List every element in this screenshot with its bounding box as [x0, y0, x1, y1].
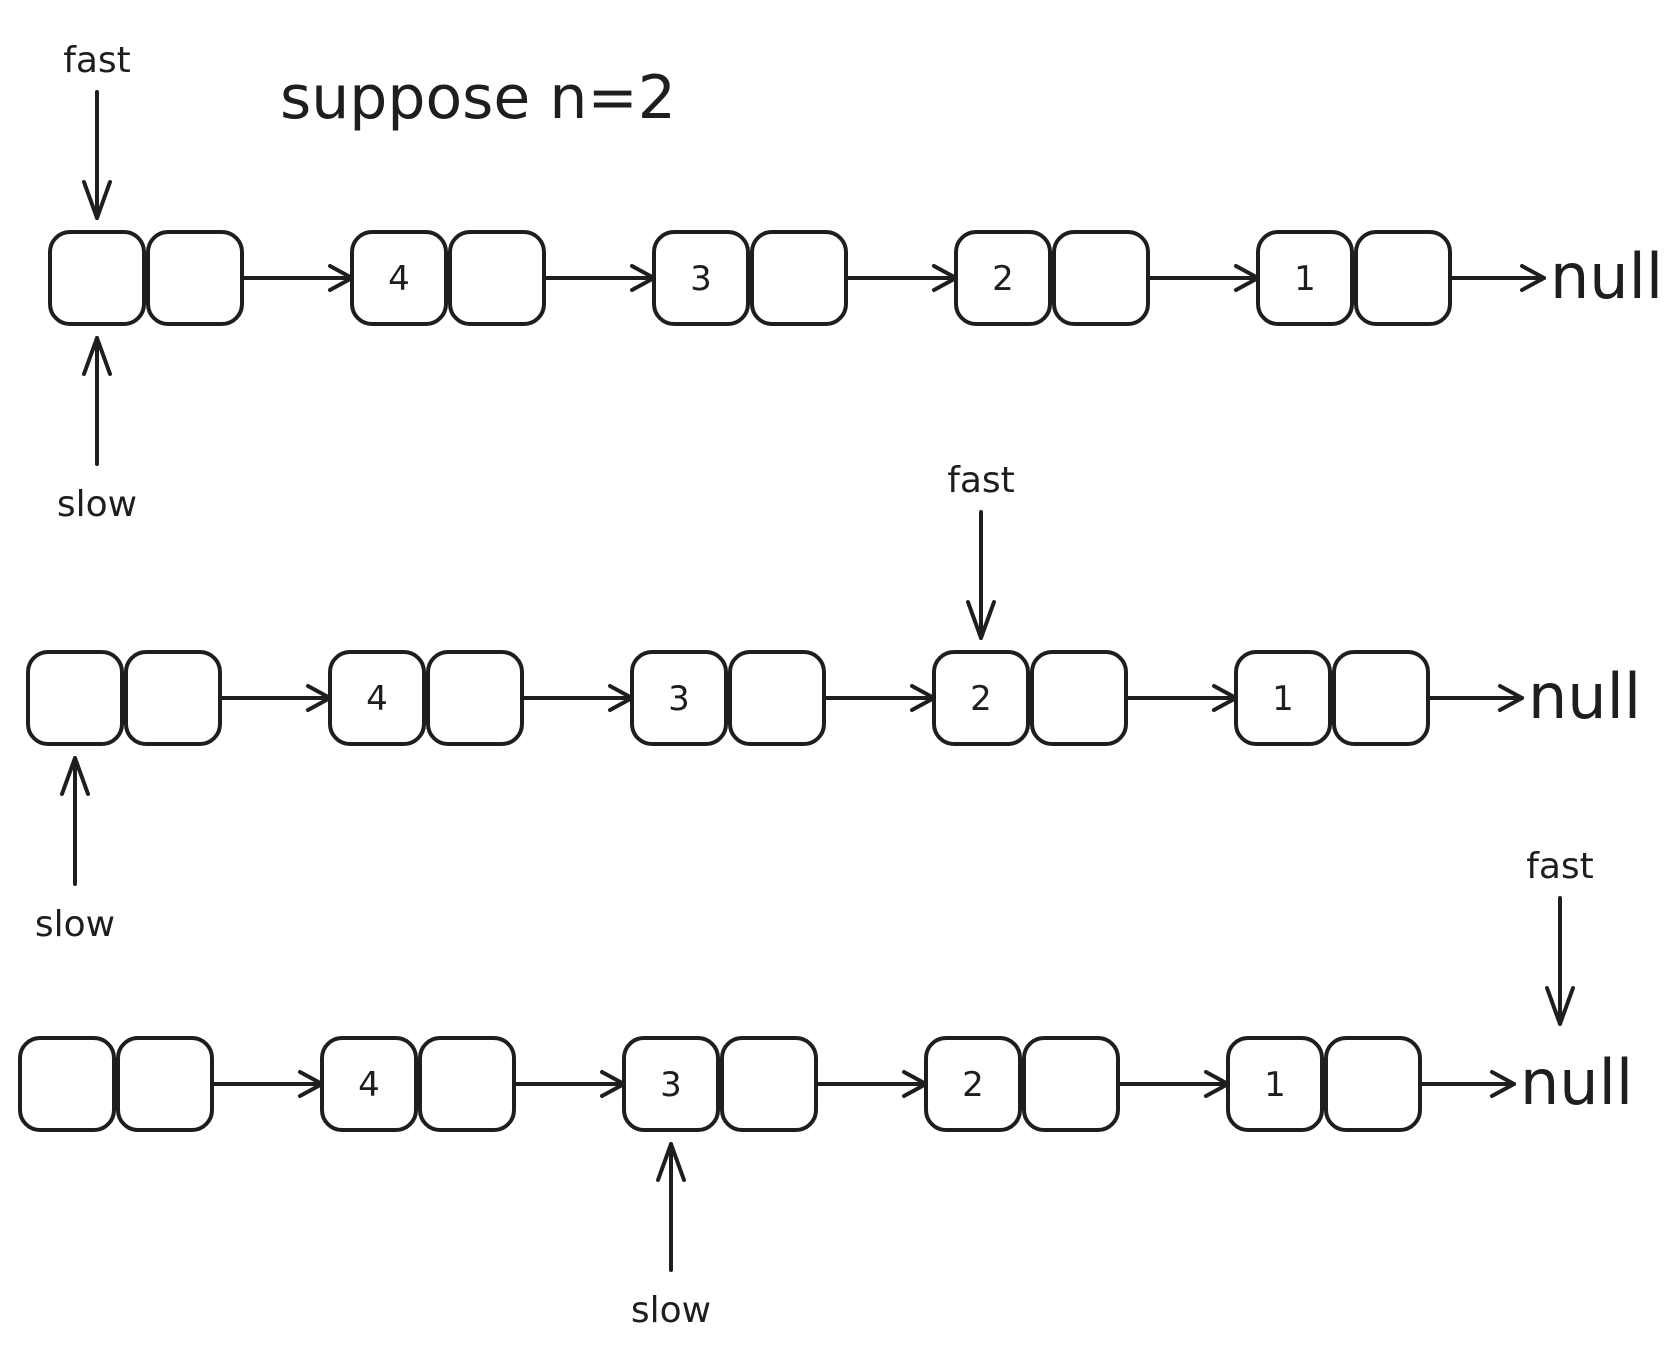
- slow-pointer-arrow: [656, 1142, 686, 1272]
- list-node: 3: [630, 650, 826, 746]
- node-value-label: 2: [962, 1065, 984, 1105]
- node-next-box: [1354, 230, 1452, 326]
- list-node: 4: [328, 650, 524, 746]
- node-value-label: 3: [668, 679, 690, 719]
- list-node: 3: [622, 1036, 818, 1132]
- fast-pointer-arrow: [1545, 896, 1575, 1026]
- list-node: [48, 230, 244, 326]
- next-arrow: [1418, 1070, 1516, 1098]
- node-value-box: [328, 650, 426, 746]
- node-next-box: [448, 230, 546, 326]
- node-value-box: [622, 1036, 720, 1132]
- next-arrow: [218, 684, 332, 712]
- list-node: 2: [954, 230, 1150, 326]
- slow-pointer-label: slow: [35, 904, 115, 945]
- node-value-label: 1: [1264, 1065, 1286, 1105]
- list-node: 4: [350, 230, 546, 326]
- list-node: 3: [652, 230, 848, 326]
- next-arrow: [1448, 264, 1546, 292]
- node-value-box: [630, 650, 728, 746]
- node-next-box: [1332, 650, 1430, 746]
- fast-pointer-label: fast: [63, 40, 131, 81]
- node-value-label: 2: [992, 259, 1014, 299]
- fast-pointer-label: fast: [1526, 846, 1594, 887]
- node-value-box: [652, 230, 750, 326]
- node-next-box: [1324, 1036, 1422, 1132]
- next-arrow: [240, 264, 354, 292]
- node-value-box: [1256, 230, 1354, 326]
- list-node: 2: [932, 650, 1128, 746]
- node-value-box: [1226, 1036, 1324, 1132]
- null-label: null: [1550, 240, 1663, 313]
- next-arrow: [512, 1070, 626, 1098]
- list-row-1: 4 3 2 1 null fast slow: [48, 40, 1663, 525]
- node-next-box: [1022, 1036, 1120, 1132]
- slow-pointer-label: slow: [57, 484, 137, 525]
- node-next-box: [124, 650, 222, 746]
- diagram-title: suppose n=2: [280, 63, 676, 133]
- node-value-box: [48, 230, 146, 326]
- next-arrow: [814, 1070, 928, 1098]
- node-value-label: 4: [358, 1065, 380, 1105]
- node-value-box: [18, 1036, 116, 1132]
- slow-pointer-label: slow: [631, 1290, 711, 1331]
- list-row-3: 4 3 2 1 null fast slow: [18, 846, 1633, 1331]
- list-node: [18, 1036, 214, 1132]
- node-value-label: 3: [660, 1065, 682, 1105]
- node-next-box: [1052, 230, 1150, 326]
- node-value-box: [350, 230, 448, 326]
- node-value-box: [26, 650, 124, 746]
- node-next-box: [418, 1036, 516, 1132]
- node-value-label: 1: [1294, 259, 1316, 299]
- next-arrow: [520, 684, 634, 712]
- next-arrow: [1426, 684, 1524, 712]
- next-arrow: [844, 264, 958, 292]
- list-node: 2: [924, 1036, 1120, 1132]
- node-next-box: [728, 650, 826, 746]
- next-arrow: [1116, 1070, 1230, 1098]
- next-arrow: [1146, 264, 1260, 292]
- null-label: null: [1520, 1046, 1633, 1119]
- node-next-box: [750, 230, 848, 326]
- node-next-box: [146, 230, 244, 326]
- fast-pointer-arrow: [966, 510, 996, 640]
- next-arrow: [822, 684, 936, 712]
- node-value-box: [1234, 650, 1332, 746]
- node-value-label: 2: [970, 679, 992, 719]
- next-arrow: [1124, 684, 1238, 712]
- next-arrow: [210, 1070, 324, 1098]
- node-next-box: [1030, 650, 1128, 746]
- node-value-label: 1: [1272, 679, 1294, 719]
- list-node: 1: [1256, 230, 1452, 326]
- node-value-box: [924, 1036, 1022, 1132]
- node-next-box: [426, 650, 524, 746]
- slow-pointer-arrow: [60, 756, 90, 886]
- node-value-box: [320, 1036, 418, 1132]
- rows-layer: 4 3 2 1 null fast slow 4 3 2 1 null fast slow 4 3 2 1 null…: [18, 40, 1663, 1331]
- fast-pointer-arrow: [82, 90, 112, 220]
- node-next-box: [116, 1036, 214, 1132]
- node-next-box: [720, 1036, 818, 1132]
- node-value-box: [954, 230, 1052, 326]
- list-node: [26, 650, 222, 746]
- fast-pointer-label: fast: [947, 460, 1015, 501]
- list-node: 4: [320, 1036, 516, 1132]
- slow-pointer-arrow: [82, 336, 112, 466]
- node-value-label: 4: [366, 679, 388, 719]
- list-node: 1: [1226, 1036, 1422, 1132]
- node-value-label: 3: [690, 259, 712, 299]
- list-node: 1: [1234, 650, 1430, 746]
- node-value-box: [932, 650, 1030, 746]
- node-value-label: 4: [388, 259, 410, 299]
- null-label: null: [1528, 660, 1641, 733]
- list-row-2: 4 3 2 1 null fast slow: [26, 460, 1641, 945]
- next-arrow: [542, 264, 656, 292]
